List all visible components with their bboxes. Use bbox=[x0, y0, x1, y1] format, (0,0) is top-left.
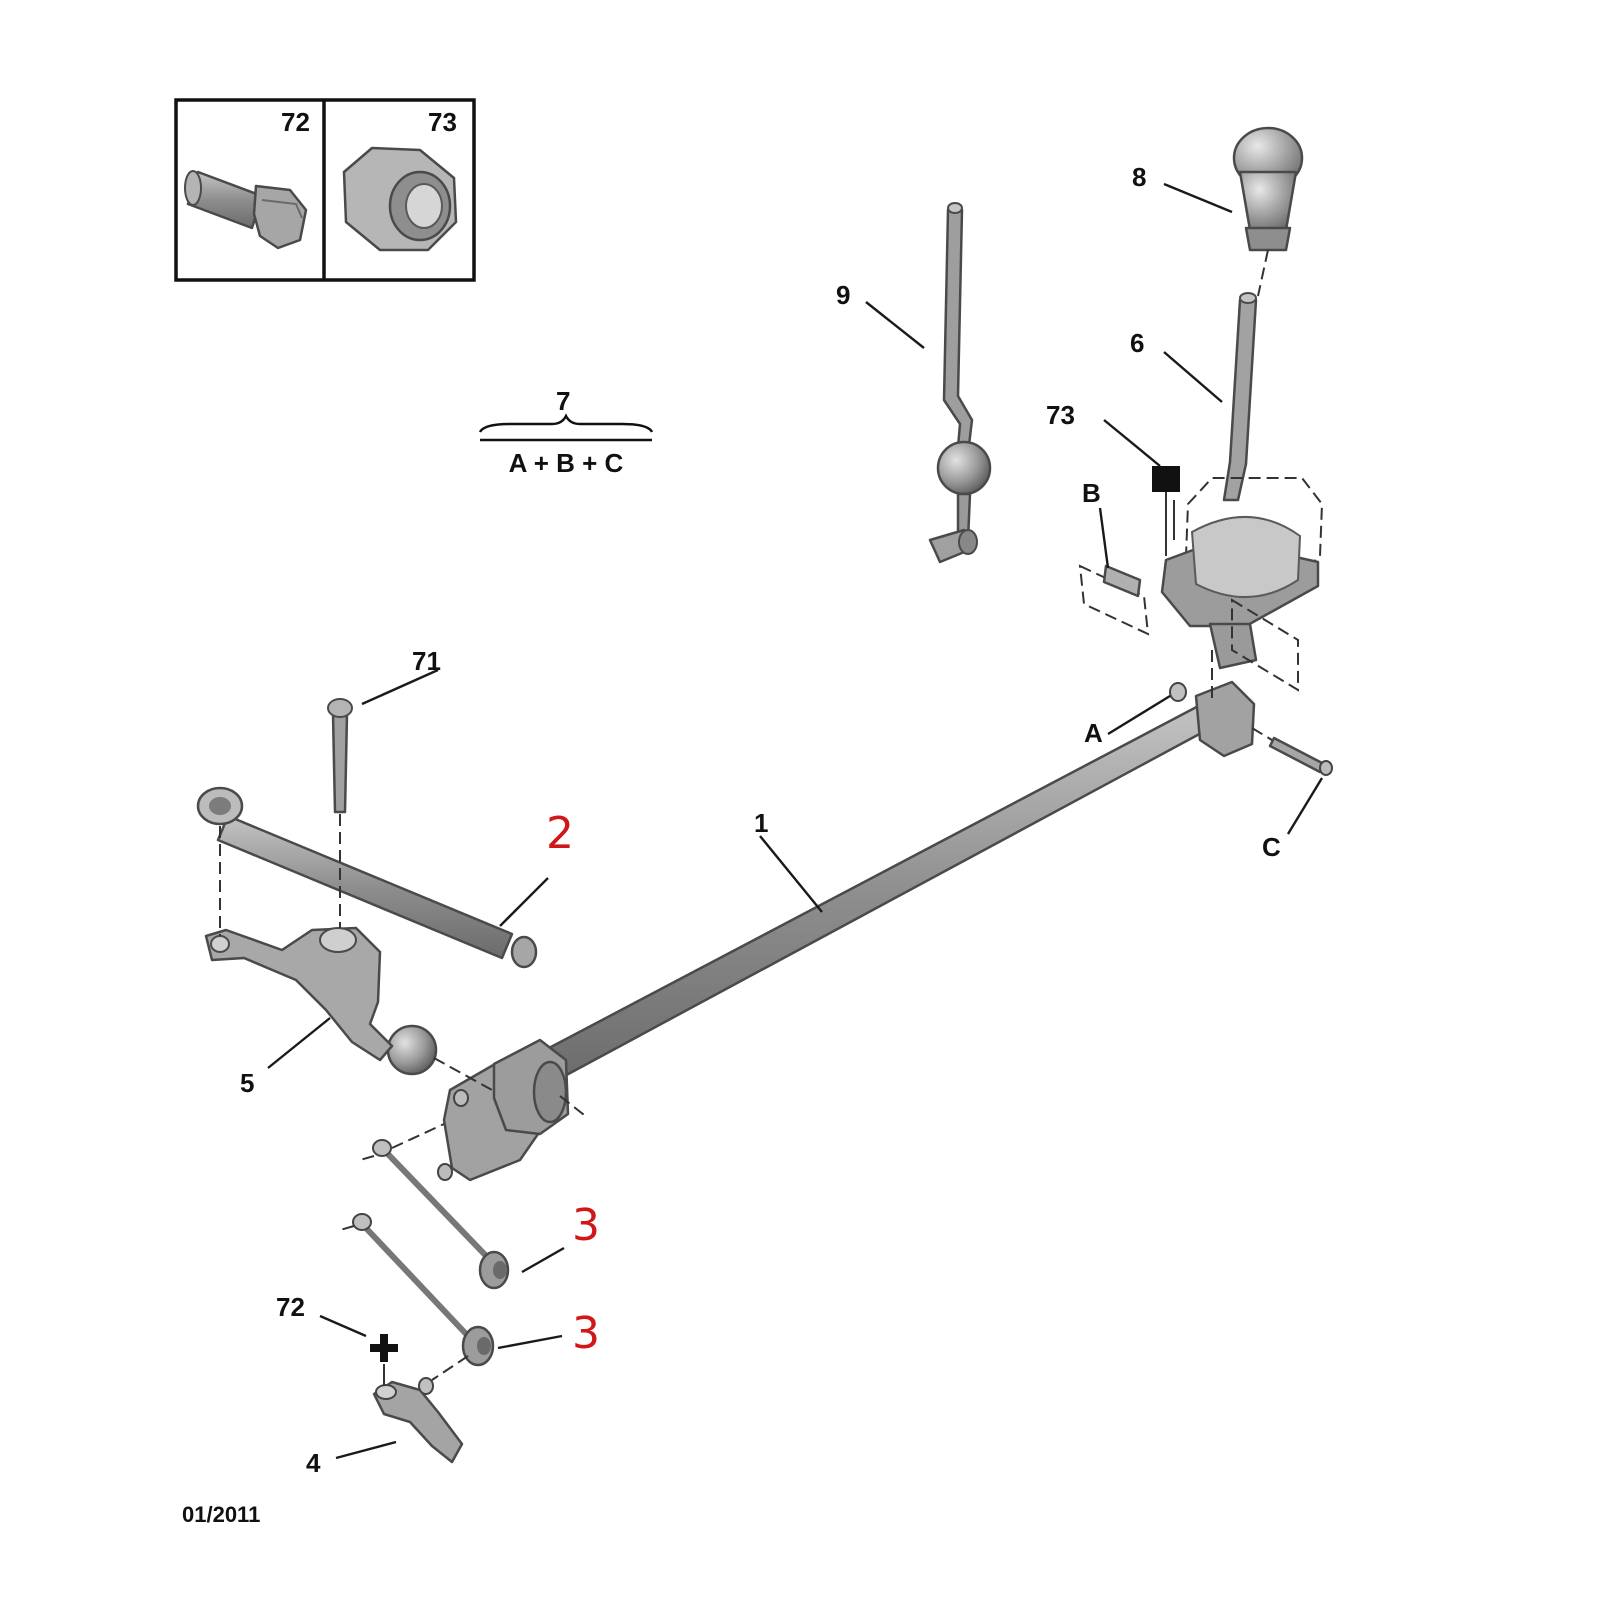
bolt-72-marker-icon bbox=[370, 1334, 398, 1362]
callout-73: 73 bbox=[1046, 400, 1075, 430]
fastener-inset: 72 73 bbox=[174, 98, 476, 282]
lever-9 bbox=[928, 202, 992, 564]
bracket-5 bbox=[204, 926, 394, 1062]
ball-joint bbox=[386, 1024, 493, 1091]
callout-5: 5 bbox=[240, 1068, 254, 1098]
callout-1: 1 bbox=[754, 808, 768, 838]
link-3-upper bbox=[359, 1123, 510, 1290]
callout-c: C bbox=[1262, 832, 1281, 862]
leader-lines bbox=[267, 182, 1324, 1460]
front-coupling bbox=[1194, 650, 1256, 758]
callout-2: 2 bbox=[546, 808, 574, 859]
bolt-71 bbox=[327, 698, 353, 928]
gear-lever-6 bbox=[1222, 292, 1258, 502]
kit-number: 7 bbox=[556, 386, 570, 416]
callout-4: 4 bbox=[306, 1448, 321, 1478]
part-b bbox=[1078, 564, 1150, 636]
link-2 bbox=[196, 786, 538, 969]
callout-72: 72 bbox=[276, 1292, 305, 1322]
callout-b: B bbox=[1082, 478, 1101, 508]
callout-6: 6 bbox=[1130, 328, 1144, 358]
callout-3-lower: 3 bbox=[572, 1308, 600, 1359]
kit-label: 7 A + B + C bbox=[478, 386, 654, 478]
link-3-lower bbox=[339, 1213, 495, 1381]
nut-73-icon bbox=[342, 146, 458, 252]
part-a bbox=[1169, 682, 1187, 702]
callout-9: 9 bbox=[836, 280, 850, 310]
lever-4 bbox=[372, 1377, 464, 1464]
callout-labels: 1 2 3 3 4 5 6 8 9 71 72 73 A B C bbox=[240, 162, 1281, 1478]
callout-a: A bbox=[1084, 718, 1103, 748]
date-code: 01/2011 bbox=[182, 1502, 260, 1527]
inset-nut-label: 73 bbox=[428, 107, 457, 137]
callout-3-upper: 3 bbox=[572, 1200, 600, 1251]
knob-8 bbox=[1232, 126, 1304, 297]
callout-8: 8 bbox=[1132, 162, 1146, 192]
rear-coupling bbox=[437, 1038, 589, 1182]
kit-formula: A + B + C bbox=[509, 448, 624, 478]
gear-housing bbox=[1160, 477, 1324, 692]
bolt-72-icon bbox=[184, 170, 308, 250]
main-rod-1 bbox=[528, 700, 1220, 1088]
nut-73-marker-icon bbox=[1152, 466, 1180, 492]
callout-71: 71 bbox=[412, 646, 441, 676]
inset-bolt-label: 72 bbox=[281, 107, 310, 137]
part-c bbox=[1251, 727, 1333, 776]
